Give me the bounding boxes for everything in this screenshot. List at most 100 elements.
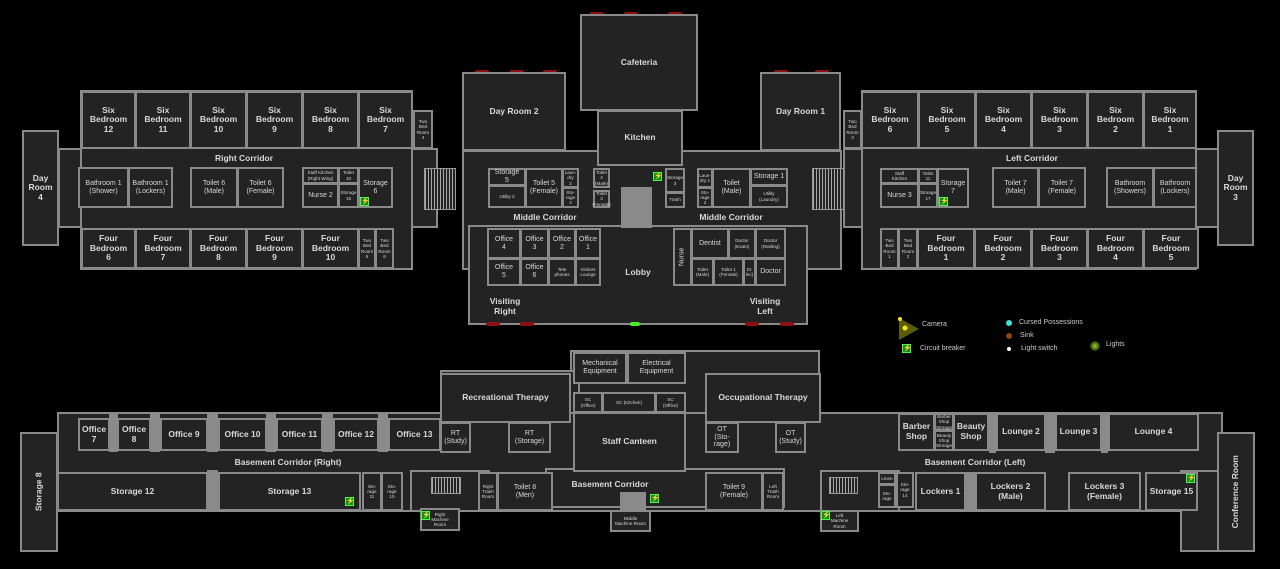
room-laundry-2: Laun- dry 2 <box>562 168 579 188</box>
room-label: Six Bedroom 9 <box>255 104 294 134</box>
room-bathroom-showers: Bathroom (Showers) <box>1106 167 1154 208</box>
room-label: Storage 8 <box>33 472 44 512</box>
room-label: Lockers 3 (Female) <box>1084 480 1125 501</box>
room-office-1: Office 1 <box>575 228 601 259</box>
room-barber-shop-storage: Barber Shop Storage <box>934 413 954 431</box>
room-cafeteria: Cafeteria <box>580 14 698 111</box>
room-label: Four Bedroom 8 <box>199 233 238 263</box>
room-label: Sto- rage 11 <box>367 483 377 500</box>
room-six-bedroom-6: Six Bedroom 6 <box>861 91 919 149</box>
room-label: Six Bedroom 5 <box>928 104 966 134</box>
room-label: Four Bedroom 2 <box>984 233 1022 263</box>
label-basement-corridor: Basement Corridor <box>571 479 649 489</box>
room-label: Office 5 <box>494 264 514 279</box>
label-middle-corridor-2: Middle Corridor <box>699 212 763 222</box>
room-lounge-4: Lounge 4 <box>1108 413 1199 451</box>
room-label: Two Bed Room 2 <box>901 238 915 259</box>
room-four-bedroom-4: Four Bedroom 4 <box>1087 228 1144 269</box>
door-marker <box>745 322 759 326</box>
room-label: Six Bedroom 8 <box>311 104 350 134</box>
room-six-bedroom-2: Six Bedroom 2 <box>1087 91 1144 149</box>
room-four-bedroom-10: Four Bedroom 10 <box>302 228 359 269</box>
room-rt-storage: RT (Storage) <box>508 422 551 453</box>
room-label: Six Bedroom 11 <box>144 104 182 134</box>
room-label: Doctor <box>760 268 781 276</box>
room-storage-linen: Sto- rage <box>878 484 896 508</box>
room-label: Laun- dry 2 <box>564 170 577 186</box>
circuit-breaker-icon: ⚡ <box>650 494 660 503</box>
room-label: Bathroom 1 (Shower) <box>85 179 122 195</box>
room-storage-8: Storage 8 <box>20 432 58 552</box>
room-middle-machine-room: Middle Machine Room <box>610 510 651 532</box>
room-dentist: Dentist <box>691 228 729 259</box>
room-office-5: Office 5 <box>487 258 521 286</box>
room-utility-2: Utility 2 <box>488 185 526 208</box>
room-label: Four Bedroom 10 <box>311 233 350 263</box>
room-rt-study: RT (Study) <box>440 422 471 453</box>
room-label: Recreational Therapy <box>462 392 549 403</box>
room-label: Storage 1 <box>753 173 785 181</box>
pillar <box>965 472 975 512</box>
room-label: Sto- rage 14 <box>900 482 910 498</box>
room-four-bedroom-6: Four Bedroom 6 <box>81 228 136 269</box>
room-label: Lounge 3 <box>1059 426 1098 437</box>
room-nurse-3: Nurse 3 <box>880 183 919 208</box>
room-label: Storage 6 <box>363 179 388 195</box>
exit-marker <box>630 322 640 326</box>
room-label: Sto- rage 4 <box>565 189 576 206</box>
room-label: Office 11 <box>281 428 318 439</box>
room-barber-shop: Barber Shop <box>898 413 935 451</box>
room-label: Bathroom (Lockers) <box>1159 179 1191 195</box>
room-label: Four Bedroom 1 <box>927 233 965 263</box>
pillar <box>989 413 996 453</box>
room-doctor-waiting: Doctor (Waiting) <box>755 228 786 259</box>
room-label: Right Machine Room <box>431 511 449 528</box>
room-label: Doctor (Waiting) <box>761 238 780 249</box>
room-label: Trash <box>669 197 681 203</box>
circuit-breaker-icon: ⚡ <box>345 497 355 506</box>
room-six-bedroom-3: Six Bedroom 3 <box>1031 91 1088 149</box>
room-lounge-3: Lounge 3 <box>1055 413 1102 451</box>
room-storage-11: Sto- rage 11 <box>362 472 382 511</box>
room-six-bedroom-9: Six Bedroom 9 <box>246 91 303 149</box>
room-lockers-1: Lockers 1 <box>915 472 966 511</box>
room-label: Two Bed Room 3 <box>846 119 859 140</box>
room-label: SC (Office) <box>580 397 596 408</box>
room-label: Four Bedroom 7 <box>144 233 182 263</box>
room-six-bedroom-12: Six Bedroom 12 <box>81 91 136 149</box>
door-marker <box>486 322 500 326</box>
room-label: RT (Storage) <box>514 429 545 445</box>
camera-icon <box>898 317 919 340</box>
room-label: Storage 13 <box>267 485 312 496</box>
room-day-room-3: Day Room 3 <box>1217 130 1254 246</box>
room-utility-laundry: Utility (Laundry) <box>750 185 788 208</box>
room-day-room-1: Day Room 1 <box>760 72 841 151</box>
room-label: Office 13 <box>396 428 433 439</box>
room-laundry-1: Laun- dry 1 <box>697 168 713 188</box>
room-storage-5: Storage 5 <box>488 168 526 186</box>
legend-circuit-breaker: Circuit breaker <box>920 345 966 352</box>
room-four-bedroom-5: Four Bedroom 5 <box>1143 228 1199 269</box>
room-label: Six Bedroom 2 <box>1096 104 1135 134</box>
room-label: Day Room 2 <box>489 105 539 116</box>
room-label: Office 9 <box>168 428 200 439</box>
label-visiting-right: Visiting Right <box>489 296 521 316</box>
room-four-bedroom-7: Four Bedroom 7 <box>135 228 191 269</box>
pillar <box>207 470 218 512</box>
light-switch-icon <box>1007 347 1011 351</box>
room-kitchen: Kitchen <box>597 110 683 166</box>
room-six-bedroom-7: Six Bedroom 7 <box>358 91 413 149</box>
room-sc-kitchen: SC (Kitchen) <box>602 392 656 413</box>
room-doctor: Doctor <box>755 258 786 286</box>
room-left-trash-room: Left Trash Room <box>762 472 784 511</box>
circuit-breaker-icon: ⚡ <box>939 197 949 206</box>
room-label: Lockers 2 (Male) <box>990 480 1031 501</box>
room-office-6: Office 6 <box>520 258 549 286</box>
room-label: Barber Shop Storage <box>935 414 953 430</box>
stairs <box>431 477 461 494</box>
room-label: Sto- rage 10 <box>387 483 397 500</box>
room-office-12: Office 12 <box>333 418 379 451</box>
room-storage-1: Storage 1 <box>750 168 788 186</box>
room-label: Toilet 10 <box>343 170 354 181</box>
room-label: Staff Kitchen <box>891 170 908 181</box>
